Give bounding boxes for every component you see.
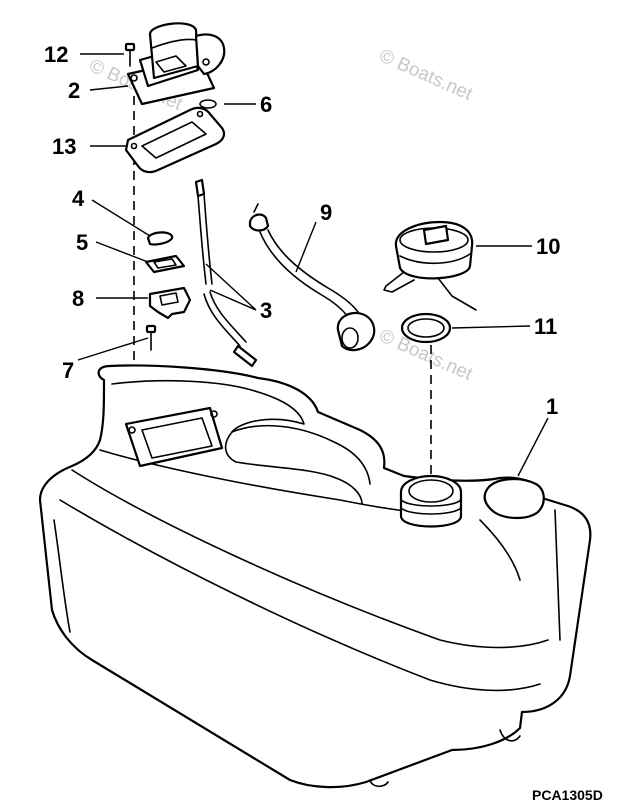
bracket-part-8 — [148, 286, 192, 320]
callout-13: 13 — [52, 134, 76, 159]
screw-part-12 — [124, 42, 136, 67]
callout-10: 10 — [536, 234, 560, 259]
callout-1: 1 — [546, 394, 558, 419]
callout-4: 4 — [72, 186, 85, 211]
callout-3: 3 — [260, 298, 272, 323]
callout-labels: 12 2 6 13 4 5 8 7 3 9 10 11 1 — [44, 42, 560, 419]
callout-5: 5 — [76, 230, 88, 255]
pickup-housing — [126, 22, 226, 106]
callout-8: 8 — [72, 286, 84, 311]
o-ring-part-11 — [400, 312, 452, 344]
callout-7: 7 — [62, 358, 74, 383]
callout-11: 11 — [534, 314, 557, 339]
callout-6: 6 — [260, 92, 272, 117]
tank-handle — [111, 379, 363, 505]
callout-12: 12 — [44, 42, 68, 67]
callout-9: 9 — [320, 200, 332, 225]
pickup-tube-part-9 — [248, 203, 376, 352]
hose-part-3 — [194, 178, 258, 368]
seal-part-4 — [146, 231, 174, 246]
o-ring-part-6 — [199, 99, 217, 109]
gasket-part-13 — [124, 106, 226, 174]
gasket-part-5 — [144, 254, 186, 274]
callout-2: 2 — [68, 78, 80, 103]
filler-cap-part-10 — [383, 220, 477, 311]
fuel-tank — [38, 364, 592, 789]
screw-part-7 — [145, 324, 157, 351]
drawing-code: PCA1305D — [532, 787, 603, 803]
leader-lines — [77, 53, 549, 477]
watermark-top-right: © Boats.net — [376, 45, 476, 105]
